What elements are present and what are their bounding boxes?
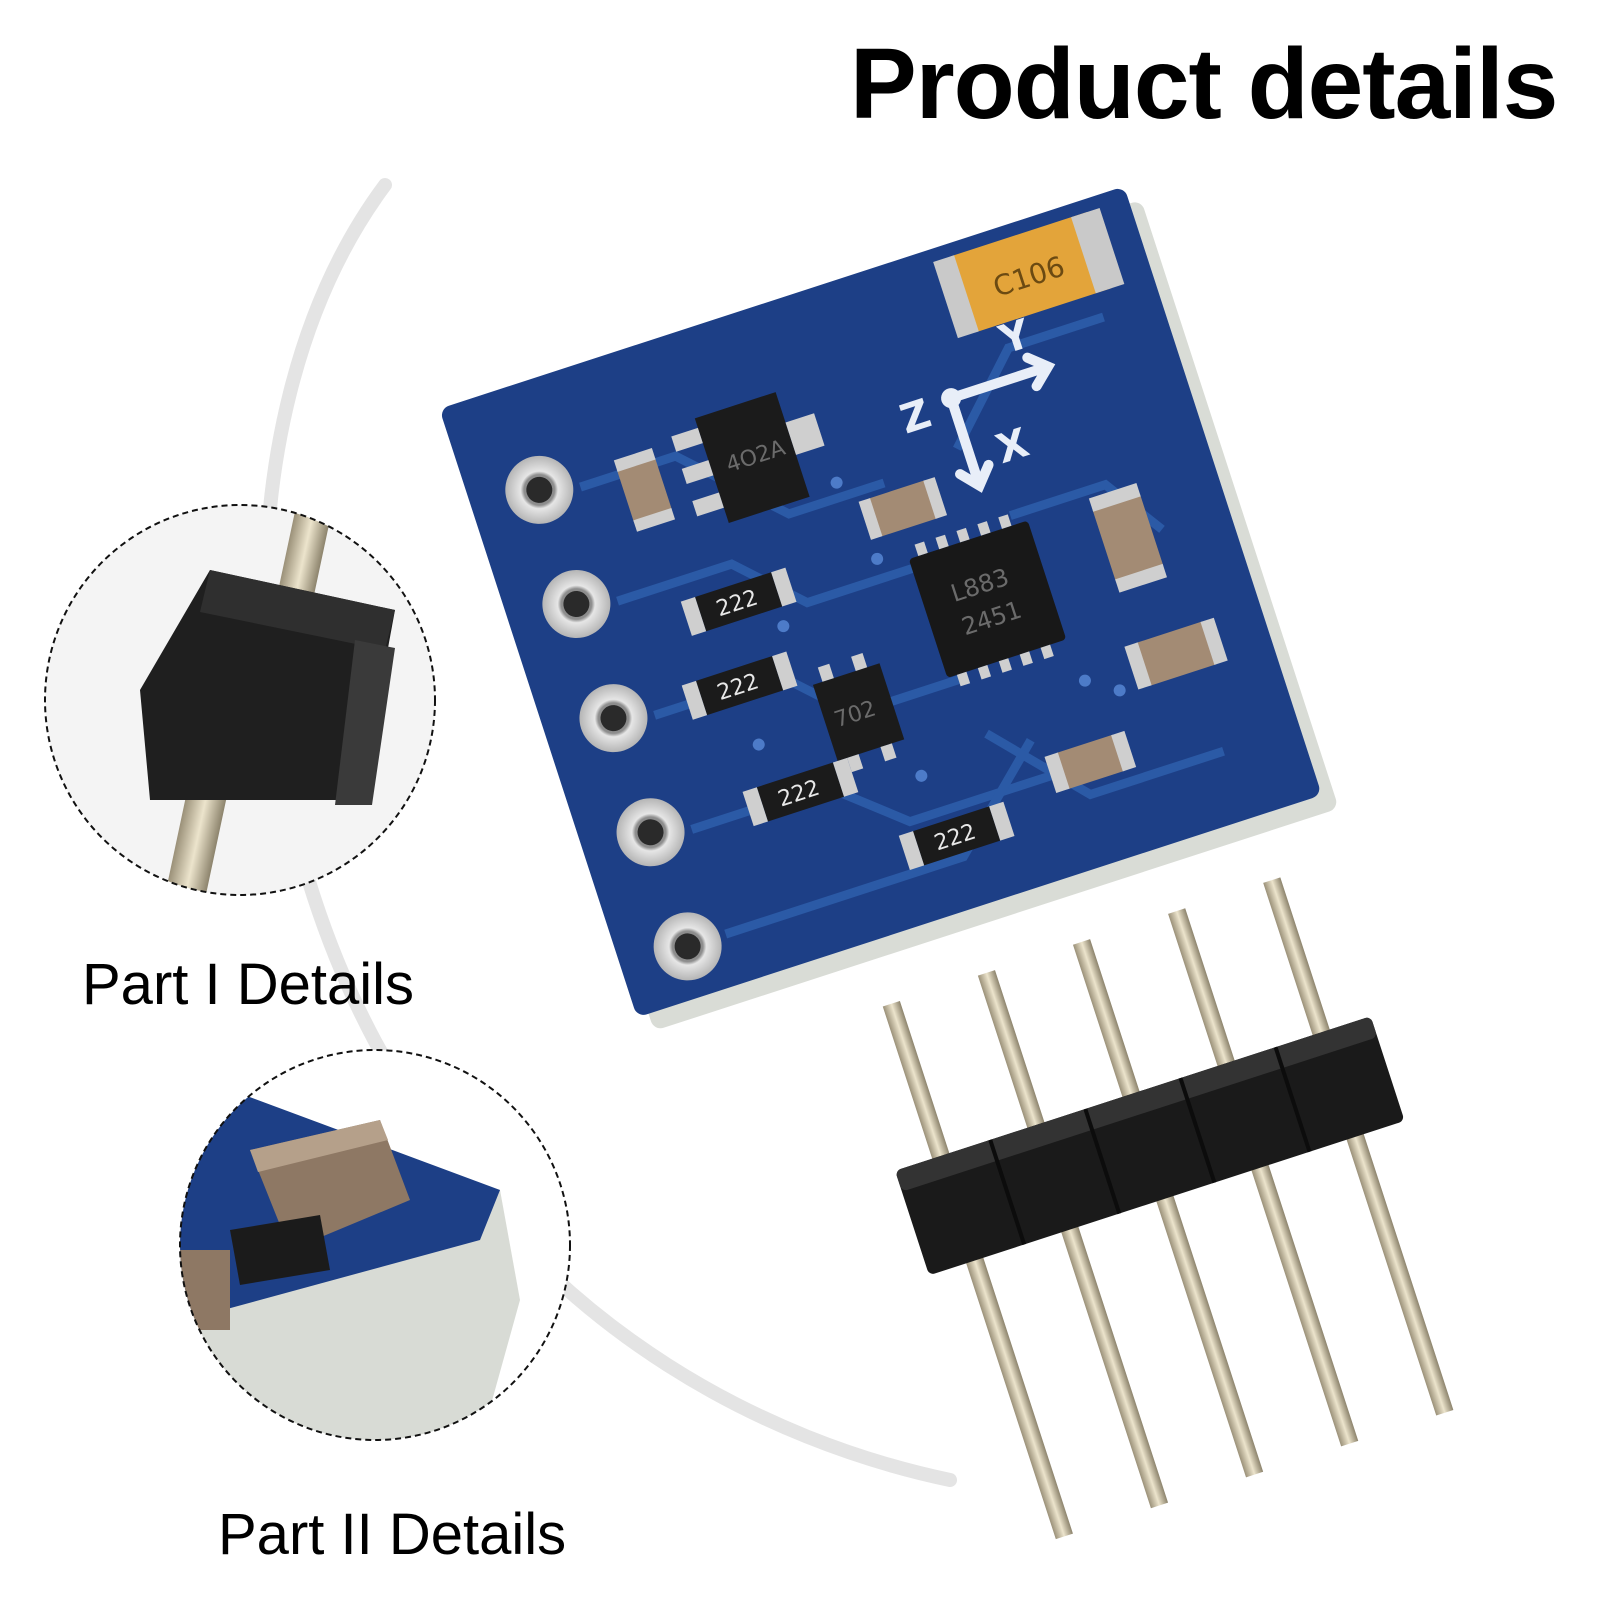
- detail-circle-part-1: [44, 504, 436, 896]
- ceramic-capacitors: [613, 448, 1228, 793]
- regulator-chip: 4O2A: [671, 392, 825, 523]
- header-pins-lower: [963, 1124, 1454, 1540]
- axis-indicator: [946, 352, 1056, 493]
- resistor-2: 222: [681, 651, 798, 720]
- detail-label-part-1: Part I Details: [82, 952, 414, 1017]
- small-ic: 702: [812, 652, 905, 773]
- header-pins-upper: [882, 877, 1333, 1169]
- header-body: [896, 1017, 1404, 1274]
- tantalum-capacitor: C106: [933, 207, 1125, 339]
- pin-header: [882, 877, 1454, 1540]
- pcb-board: C106 4O2A L883 2451: [441, 188, 1337, 1029]
- detail-circle-part-2: [179, 1049, 571, 1441]
- page-title: Product details: [850, 28, 1558, 140]
- magnetometer-ic: L883 2451: [909, 514, 1066, 687]
- detail-label-part-2: Part II Details: [218, 1502, 567, 1567]
- resistor-4: 222: [898, 801, 1015, 870]
- vias: [752, 476, 1126, 782]
- header-pads: [505, 455, 722, 981]
